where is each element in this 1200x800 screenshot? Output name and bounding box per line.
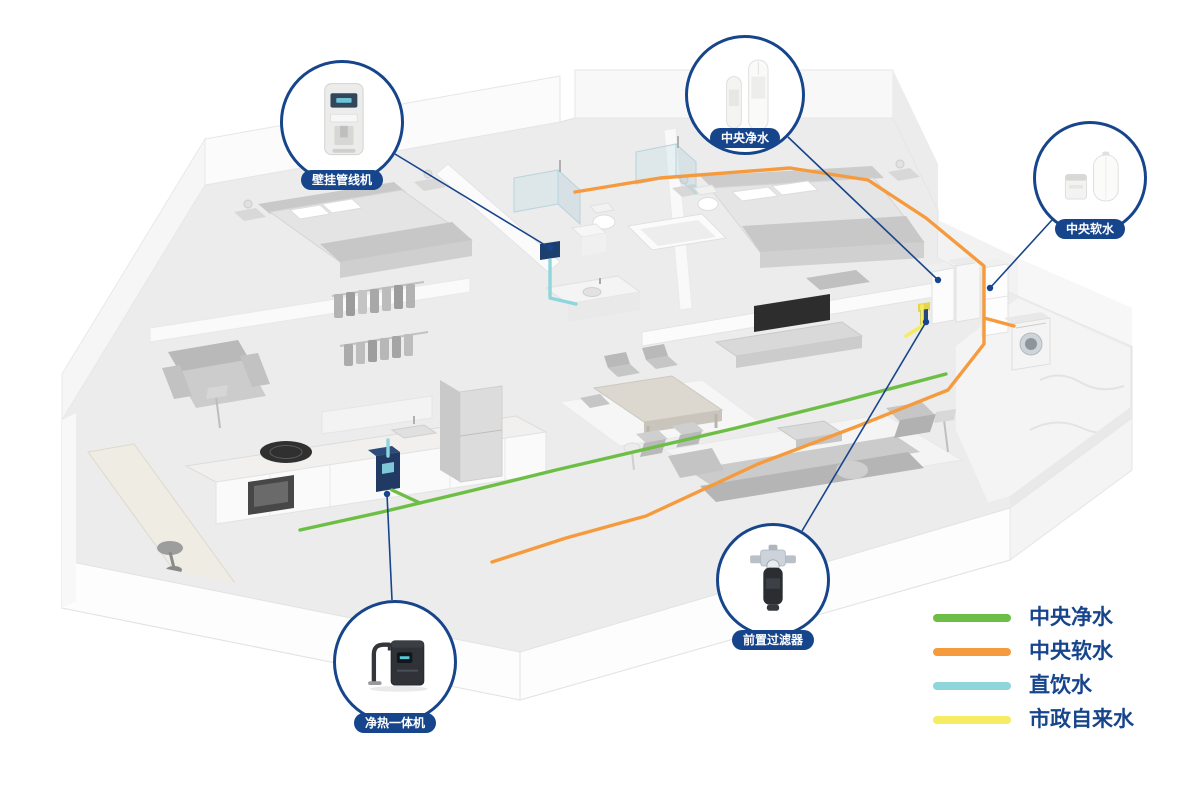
pipe-drinking-water [548,258,578,306]
pipe-purified-water [298,372,948,532]
legend-swatch-soft-water [933,647,1011,656]
callout-central-water-purifier: 中央净水 [685,35,805,155]
pipe-soft-water [490,166,986,564]
furniture-closet [331,281,429,366]
legend-swatch-purified-water [933,613,1011,622]
legend-label-municipal-water: 市政自来水 [1029,708,1134,732]
tv-screen [754,294,830,332]
leader-lines [383,136,1053,601]
furniture-living [662,294,964,502]
callout-label-central-water-purifier: 中央净水 [709,128,781,148]
callout-label-central-water-softener: 中央软水 [1054,219,1126,239]
legend-swatch-municipal-water [933,715,1011,724]
pipe-municipal-water [904,304,924,338]
pipe-soft-water-branch [982,316,1016,328]
furniture-left-sofa [162,340,270,429]
central-water-softener-product-image [1064,151,1119,202]
legend-item-purified-water: 中央净水 [933,606,1134,629]
callout-wall-mounted-dispenser: 壁挂管线机 [280,60,404,190]
furniture-bathroom [513,136,728,322]
callout-label-hot-purifier: 净热一体机 [353,713,437,733]
furniture-left-bedroom [234,169,474,278]
kitchen-purifier-device [368,446,400,456]
legend-item-municipal-water: 市政自来水 [933,708,1134,731]
wall-mounted-dispenser-product-image [324,83,364,156]
callout-pre-filter: 前置过滤器 [716,523,830,650]
legend: 中央净水 中央软水 直饮水 市政自来水 [933,606,1134,731]
callout-label-wall-mounted-dispenser: 壁挂管线机 [300,170,384,190]
water-pipes [298,166,1016,564]
legend-label-soft-water: 中央软水 [1029,640,1113,664]
legend-swatch-drinking-water [933,681,1011,690]
furniture-right-bedroom [672,159,925,290]
central-softener-unit [981,263,1009,337]
pre-filter-product-image [750,544,796,611]
callout-label-pre-filter: 前置过滤器 [731,630,815,650]
legend-label-purified-water: 中央净水 [1029,606,1113,629]
legend-item-soft-water: 中央软水 [933,640,1134,663]
pipe-purified-water-branch [390,488,422,505]
legend-label-drinking-water: 直饮水 [1029,674,1092,698]
callout-hot-purifier: 净热一体机 [333,600,457,733]
callout-central-water-softener: 中央软水 [1033,121,1147,239]
legend-item-drinking-water: 直饮水 [933,674,1134,697]
hot-purifier-product-image [368,640,428,692]
